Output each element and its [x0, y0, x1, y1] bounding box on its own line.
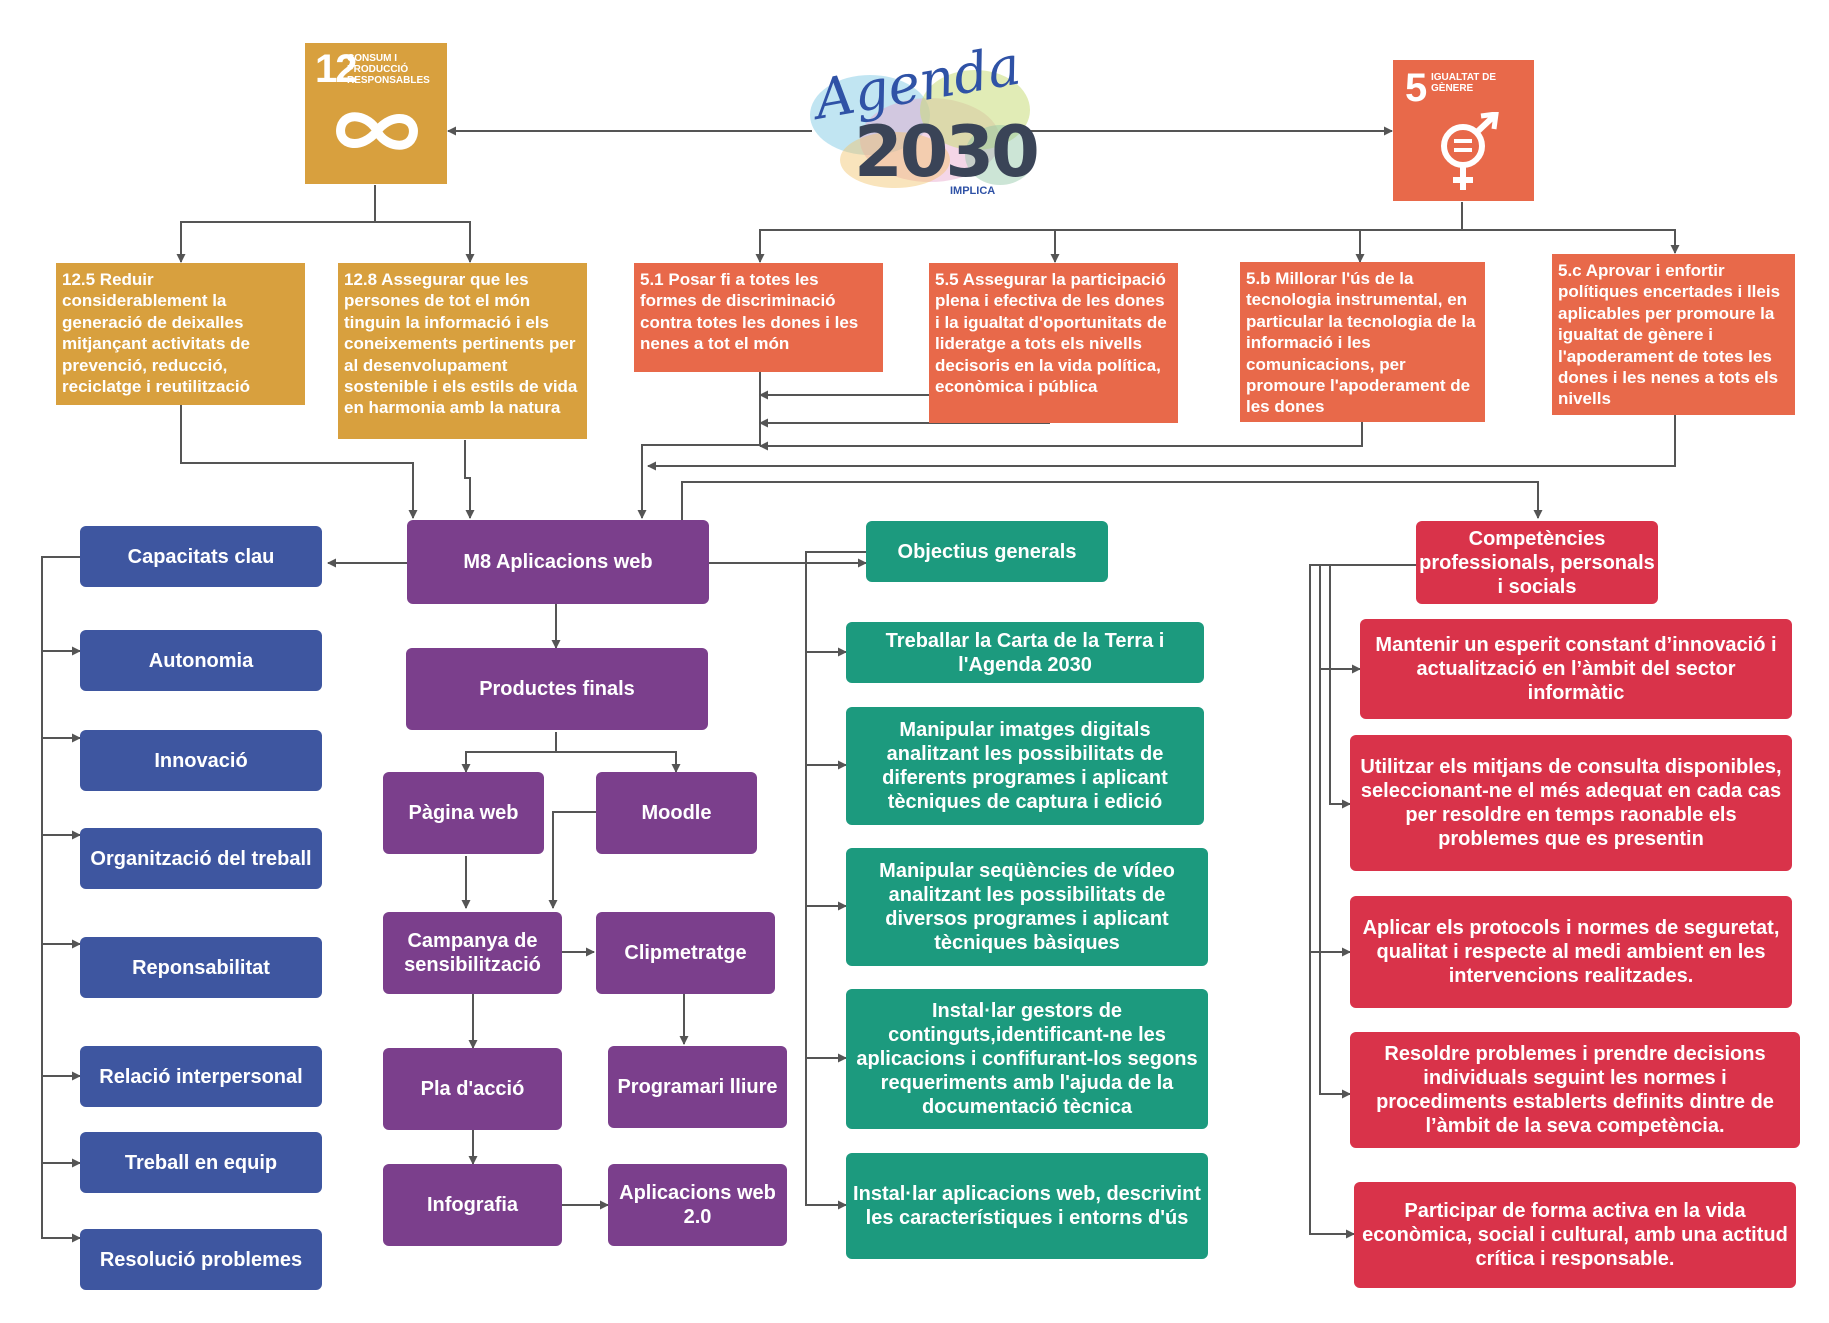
product-aplicacions-web-2: Aplicacions web 2.0	[608, 1164, 787, 1246]
product-clipmetratge: Clipmetratge	[596, 912, 775, 994]
productes-finals: Productes finals	[406, 648, 708, 730]
product-moodle: Moodle	[596, 772, 757, 854]
module-m8-web-apps: M8 Aplicacions web	[407, 520, 709, 604]
sdg-5-caption: Igualtat de gènere	[1431, 72, 1496, 94]
sdg-12-caption: Consum i producció responsables	[347, 53, 430, 86]
capacitat-relacio: Relació interpersonal	[80, 1046, 322, 1107]
product-campanya: Campanya de sensibilització	[383, 912, 562, 994]
gender-equality-icon	[1441, 112, 1499, 190]
objectiu-4: Instal·lar gestors de continguts,identif…	[846, 989, 1208, 1129]
objectiu-1: Treballar la Carta de la Terra i l'Agend…	[846, 622, 1204, 683]
capacitats-clau: Capacitats clau	[80, 526, 322, 587]
capacitat-treball-equip: Treball en equip	[80, 1132, 322, 1193]
competencies-title: Competències professionals, personals i …	[1416, 521, 1658, 604]
logo-brand: IMPLICA	[950, 185, 996, 197]
target-5-b: 5.b Millorar l'ús de la tecnologia instr…	[1240, 262, 1485, 422]
sdg-12-tile: 12 Consum i producció responsables	[305, 43, 447, 184]
objectiu-2: Manipular imatges digitals analitzant le…	[846, 707, 1204, 825]
logo-year: 2030	[854, 111, 1040, 193]
target-12-8: 12.8 Assegurar que les persones de tot e…	[338, 263, 587, 439]
product-pagina-web: Pàgina web	[383, 772, 544, 854]
sdg-5-number: 5	[1405, 66, 1427, 110]
capacitat-resolucio: Resolució problemes	[80, 1229, 322, 1290]
sdg-5-tile: 5 Igualtat de gènere	[1393, 60, 1534, 201]
capacitat-autonomia: Autonomia	[80, 630, 322, 691]
competencia-4: Resoldre problemes i prendre decisions i…	[1350, 1032, 1800, 1148]
product-pla-accio: Pla d'acció	[383, 1048, 562, 1130]
target-5-c: 5.c Aprovar i enfortir polítiques encert…	[1552, 254, 1795, 415]
competencia-1: Mantenir un esperit constant d’innovació…	[1360, 619, 1792, 719]
capacitat-responsabilitat: Reponsabilitat	[80, 937, 322, 998]
objectiu-3: Manipular seqüències de vídeo analitzant…	[846, 848, 1208, 966]
target-12-5: 12.5 Reduir considerablement la generaci…	[56, 263, 305, 405]
infinity-icon	[336, 112, 418, 150]
competencia-3: Aplicar els protocols i normes de segure…	[1350, 896, 1792, 1008]
target-5-5: 5.5 Assegurar la participació plena i ef…	[929, 263, 1178, 423]
sdg-12-number: 12	[315, 47, 357, 91]
capacitat-organitzacio: Organització del treball	[80, 828, 322, 889]
agenda-2030-logo: Agenda 2030 IMPLICA	[800, 34, 1040, 205]
target-5-1: 5.1 Posar fi a totes les formes de discr…	[634, 263, 883, 372]
objectiu-5: Instal·lar aplicacions web, descrivint l…	[846, 1153, 1208, 1259]
competencia-5: Participar de forma activa en la vida ec…	[1354, 1182, 1796, 1288]
capacitat-innovacio: Innovació	[80, 730, 322, 791]
competencia-2: Utilitzar els mitjans de consulta dispon…	[1350, 735, 1792, 871]
product-programari: Programari lliure	[608, 1046, 787, 1128]
product-infografia: Infografia	[383, 1164, 562, 1246]
objectius-generals: Objectius generals	[866, 521, 1108, 582]
